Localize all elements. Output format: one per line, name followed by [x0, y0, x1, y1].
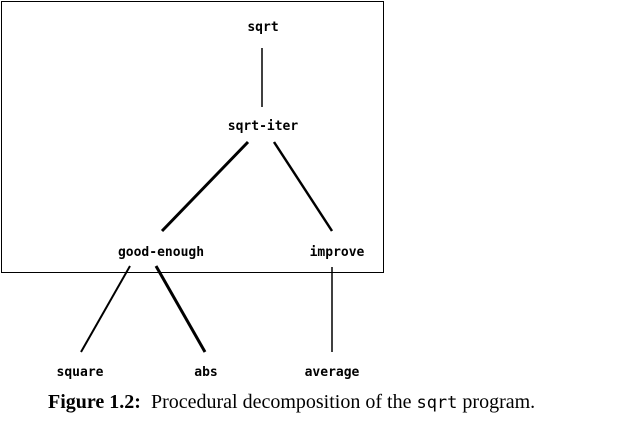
diagram-frame	[1, 1, 384, 273]
tree-nodes: sqrt sqrt-iter good-enough improve squar…	[57, 20, 365, 380]
caption-code: sqrt	[416, 393, 458, 413]
node-average: average	[305, 365, 360, 380]
figure-caption: Figure 1.2: Procedural decomposition of …	[48, 391, 535, 414]
node-abs: abs	[194, 365, 217, 380]
edge-good-enough-to-abs	[154, 265, 207, 353]
edge-good-enough-to-square	[80, 265, 131, 353]
caption-text-after: program.	[462, 391, 536, 413]
node-sqrt: sqrt	[247, 20, 278, 35]
edge-sqrt-iter-to-good-enough	[160, 140, 250, 233]
node-sqrt-iter: sqrt-iter	[228, 119, 299, 134]
caption-label: Figure 1.2:	[48, 391, 141, 413]
caption-text-before: Procedural decomposition of the	[150, 391, 412, 413]
node-good-enough: good-enough	[118, 245, 204, 260]
edge-sqrt-iter-to-improve	[272, 141, 334, 232]
node-improve: improve	[310, 245, 365, 260]
tree-edges	[80, 48, 334, 353]
decomposition-tree: sqrt sqrt-iter good-enough improve squar…	[57, 20, 365, 380]
node-square: square	[57, 365, 104, 380]
